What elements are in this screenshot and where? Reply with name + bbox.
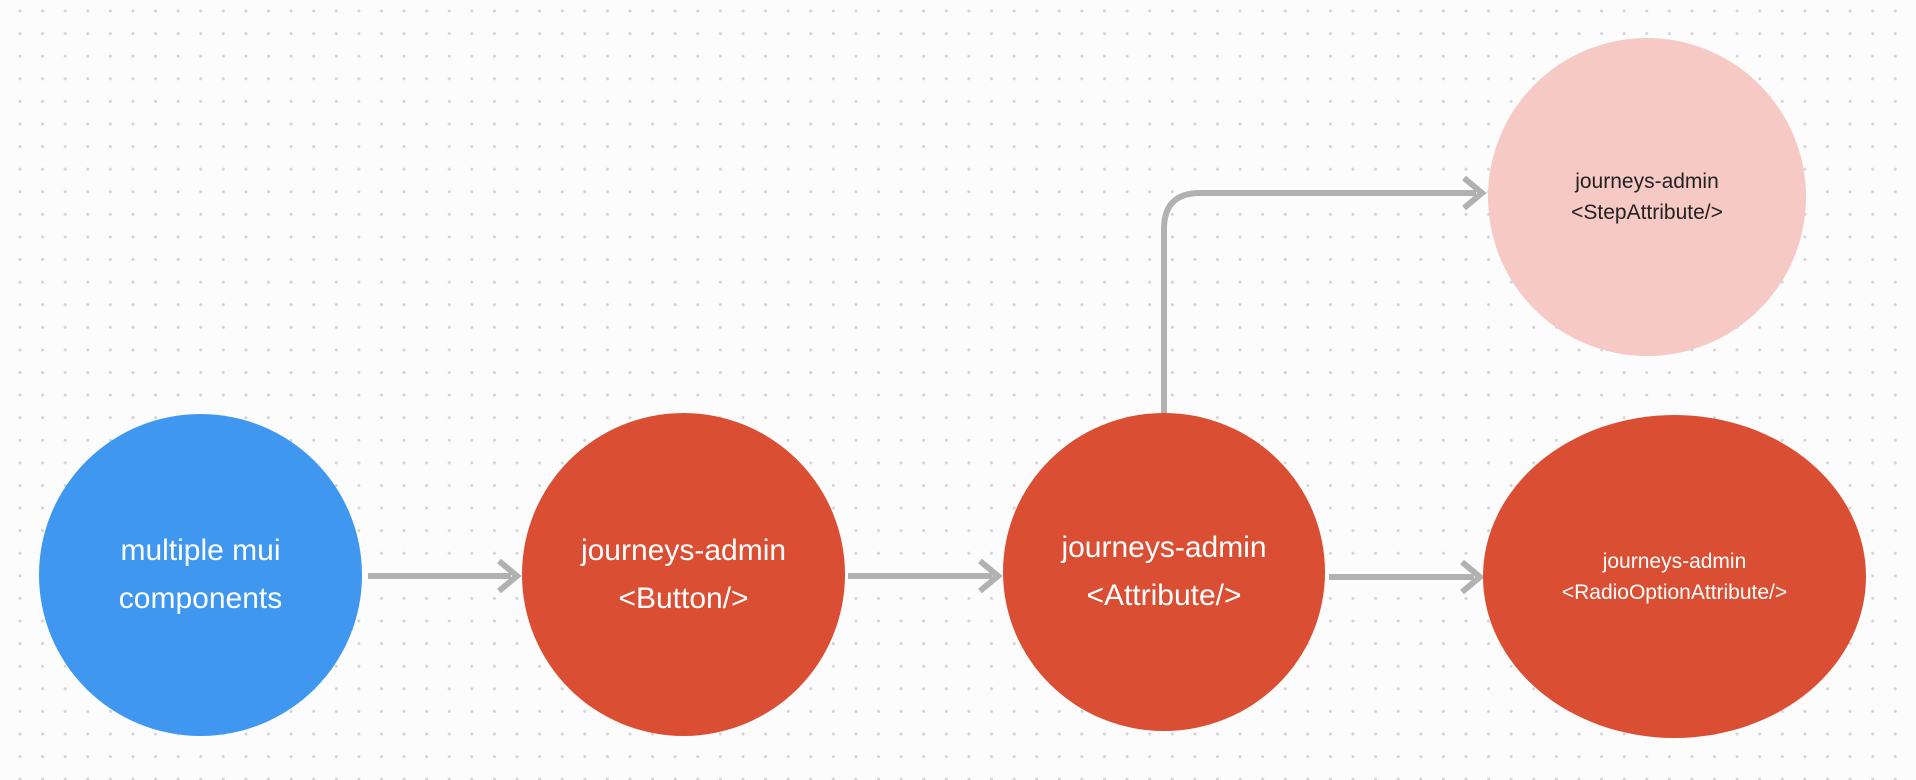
- node-label-line2: <StepAttribute/>: [1571, 201, 1723, 224]
- edge-arrowhead-icon: [497, 558, 522, 594]
- node-label-line2: components: [118, 582, 283, 615]
- node-journeys-admin-attribute[interactable]: journeys-admin <Attribute/>: [1003, 413, 1325, 731]
- edge-attribute-to-radio-option-attribute[interactable]: [1329, 559, 1485, 595]
- node-journeys-admin-button[interactable]: journeys-admin <Button/>: [522, 413, 845, 736]
- node-label-line2: <Attribute/>: [1086, 579, 1242, 612]
- node-journeys-admin-radio-option-attribute[interactable]: journeys-admin <RadioOptionAttribute/>: [1483, 415, 1866, 738]
- edge-attribute-to-step-attribute[interactable]: [1161, 175, 1487, 414]
- node-label-line1: journeys-admin: [1602, 549, 1747, 573]
- node-label-line1: journeys-admin: [580, 533, 787, 567]
- edge-button-to-attribute[interactable]: [848, 558, 1003, 594]
- node-label-line1: journeys-admin: [1575, 170, 1719, 193]
- node-label-line1: journeys-admin: [1061, 531, 1267, 564]
- node-label-line2: <Button/>: [618, 581, 749, 615]
- edge-arrowhead-icon: [1462, 175, 1487, 211]
- edge-arrowhead-icon: [978, 558, 1003, 594]
- edge-multiple-mui-components-to-button[interactable]: [368, 558, 522, 594]
- node-journeys-admin-step-attribute[interactable]: journeys-admin <StepAttribute/>: [1488, 38, 1806, 356]
- node-label-line2: <RadioOptionAttribute/>: [1561, 580, 1788, 604]
- node-label-line1: multiple mui: [120, 534, 281, 567]
- node-multiple-mui-components[interactable]: multiple mui components: [39, 414, 362, 736]
- edge-line: [1161, 190, 1476, 414]
- edge-arrowhead-icon: [1460, 559, 1485, 595]
